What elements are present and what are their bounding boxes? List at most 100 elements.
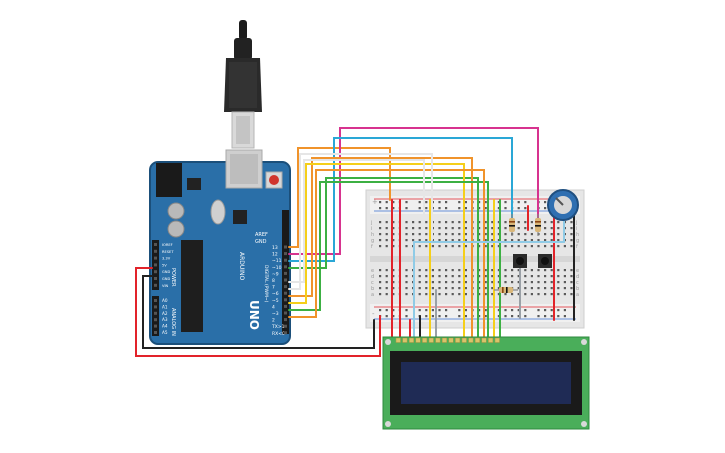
- lcd-pin[interactable]: [435, 337, 441, 343]
- breadboard-hole[interactable]: [550, 239, 553, 242]
- breadboard-hole[interactable]: [504, 275, 507, 278]
- breadboard-hole[interactable]: [445, 287, 448, 290]
- breadboard-hole[interactable]: [478, 233, 481, 236]
- breadboard-hole[interactable]: [530, 221, 533, 224]
- rail-hole[interactable]: [544, 201, 547, 204]
- breadboard-hole[interactable]: [544, 227, 547, 230]
- lcd-pin[interactable]: [402, 337, 408, 343]
- breadboard-hole[interactable]: [550, 293, 553, 296]
- breadboard-hole[interactable]: [504, 281, 507, 284]
- rail-hole[interactable]: [478, 207, 481, 210]
- breadboard-hole[interactable]: [504, 221, 507, 224]
- breadboard-hole[interactable]: [478, 269, 481, 272]
- breadboard-hole[interactable]: [491, 281, 494, 284]
- rail-hole[interactable]: [458, 309, 461, 312]
- breadboard-hole[interactable]: [412, 221, 415, 224]
- breadboard-hole[interactable]: [431, 287, 434, 290]
- breadboard-hole[interactable]: [497, 233, 500, 236]
- lcd-pin[interactable]: [461, 337, 467, 343]
- breadboard-hole[interactable]: [557, 293, 560, 296]
- breadboard-hole[interactable]: [385, 245, 388, 248]
- breadboard-hole[interactable]: [497, 287, 500, 290]
- breadboard-hole[interactable]: [497, 281, 500, 284]
- rail-hole[interactable]: [385, 201, 388, 204]
- breadboard-hole[interactable]: [392, 239, 395, 242]
- breadboard-hole[interactable]: [385, 227, 388, 230]
- breadboard-hole[interactable]: [478, 245, 481, 248]
- breadboard-hole[interactable]: [451, 269, 454, 272]
- breadboard-hole[interactable]: [464, 239, 467, 242]
- breadboard-hole[interactable]: [405, 269, 408, 272]
- header-pin[interactable]: [284, 324, 287, 328]
- breadboard-hole[interactable]: [517, 269, 520, 272]
- rail-hole[interactable]: [438, 207, 441, 210]
- breadboard-hole[interactable]: [563, 275, 566, 278]
- breadboard-hole[interactable]: [379, 233, 382, 236]
- rail-hole[interactable]: [385, 315, 388, 318]
- breadboard-hole[interactable]: [458, 221, 461, 224]
- breadboard-hole[interactable]: [385, 293, 388, 296]
- breadboard-hole[interactable]: [524, 275, 527, 278]
- breadboard-hole[interactable]: [544, 269, 547, 272]
- breadboard-hole[interactable]: [491, 287, 494, 290]
- breadboard-hole[interactable]: [544, 221, 547, 224]
- breadboard-hole[interactable]: [425, 281, 428, 284]
- header-pin[interactable]: [284, 245, 287, 249]
- breadboard-hole[interactable]: [497, 239, 500, 242]
- breadboard-hole[interactable]: [537, 269, 540, 272]
- header-pin[interactable]: [284, 331, 287, 335]
- header-pin[interactable]: [284, 318, 287, 322]
- breadboard-hole[interactable]: [451, 233, 454, 236]
- lcd-pin[interactable]: [488, 337, 494, 343]
- rail-hole[interactable]: [478, 309, 481, 312]
- breadboard-hole[interactable]: [530, 293, 533, 296]
- breadboard-hole[interactable]: [425, 275, 428, 278]
- breadboard-hole[interactable]: [484, 227, 487, 230]
- rail-hole[interactable]: [458, 315, 461, 318]
- breadboard-hole[interactable]: [379, 227, 382, 230]
- breadboard-hole[interactable]: [405, 293, 408, 296]
- rail-hole[interactable]: [379, 207, 382, 210]
- breadboard-hole[interactable]: [392, 293, 395, 296]
- breadboard-hole[interactable]: [491, 269, 494, 272]
- breadboard-hole[interactable]: [557, 269, 560, 272]
- breadboard-hole[interactable]: [412, 227, 415, 230]
- rail-hole[interactable]: [497, 207, 500, 210]
- rail-hole[interactable]: [445, 201, 448, 204]
- breadboard-hole[interactable]: [431, 293, 434, 296]
- header-pin[interactable]: [284, 311, 287, 315]
- lcd-pin[interactable]: [415, 337, 421, 343]
- breadboard-hole[interactable]: [544, 287, 547, 290]
- breadboard-hole[interactable]: [425, 239, 428, 242]
- breadboard-hole[interactable]: [550, 233, 553, 236]
- rail-hole[interactable]: [484, 315, 487, 318]
- breadboard-hole[interactable]: [478, 227, 481, 230]
- breadboard-hole[interactable]: [379, 293, 382, 296]
- breadboard-hole[interactable]: [563, 269, 566, 272]
- rail-hole[interactable]: [524, 207, 527, 210]
- breadboard-hole[interactable]: [537, 239, 540, 242]
- header-pin[interactable]: [154, 270, 157, 274]
- breadboard-hole[interactable]: [418, 233, 421, 236]
- breadboard-hole[interactable]: [451, 227, 454, 230]
- breadboard-hole[interactable]: [478, 221, 481, 224]
- breadboard-hole[interactable]: [563, 293, 566, 296]
- breadboard-hole[interactable]: [557, 275, 560, 278]
- breadboard-hole[interactable]: [405, 221, 408, 224]
- potentiometer[interactable]: [547, 189, 579, 221]
- breadboard-hole[interactable]: [405, 275, 408, 278]
- breadboard-hole[interactable]: [563, 287, 566, 290]
- breadboard-hole[interactable]: [544, 281, 547, 284]
- header-pin[interactable]: [154, 249, 157, 253]
- rail-hole[interactable]: [511, 309, 514, 312]
- lcd-16x2[interactable]: [382, 336, 590, 430]
- breadboard-hole[interactable]: [418, 221, 421, 224]
- breadboard-hole[interactable]: [484, 269, 487, 272]
- rail-hole[interactable]: [392, 201, 395, 204]
- rail-hole[interactable]: [385, 207, 388, 210]
- breadboard-hole[interactable]: [425, 269, 428, 272]
- breadboard-hole[interactable]: [511, 293, 514, 296]
- breadboard-hole[interactable]: [570, 287, 573, 290]
- header-pin[interactable]: [284, 291, 287, 295]
- breadboard-hole[interactable]: [570, 293, 573, 296]
